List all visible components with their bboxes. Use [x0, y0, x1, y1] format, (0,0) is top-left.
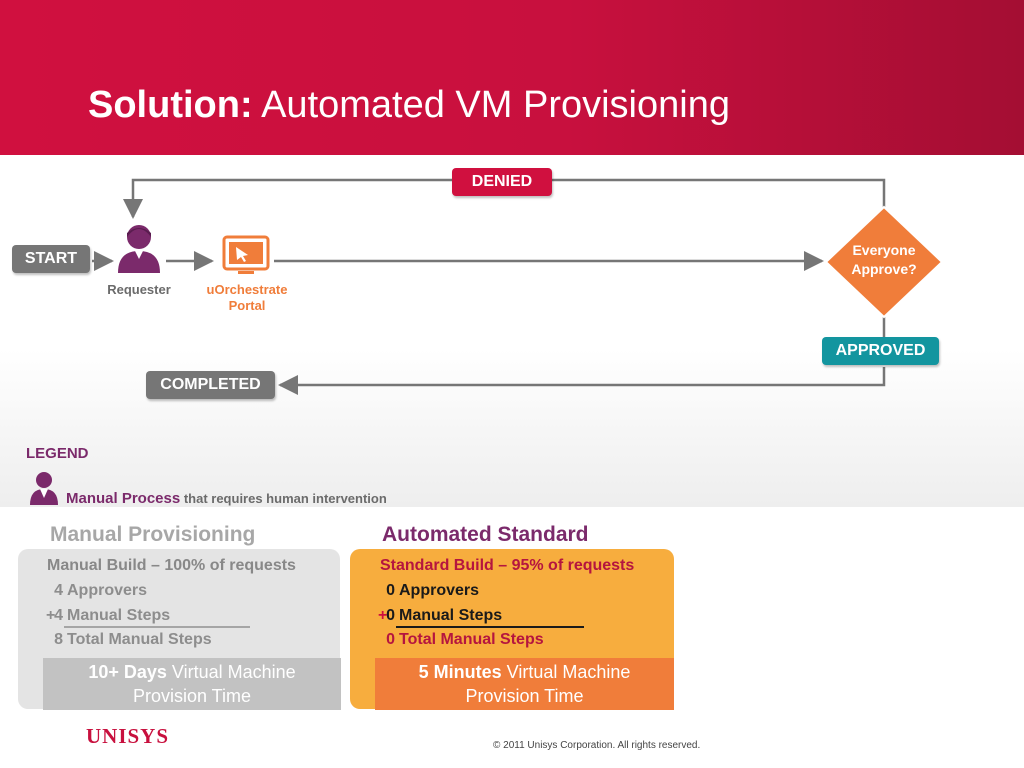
manual-time-line1: 10+ Days Virtual Machine — [43, 660, 341, 684]
automated-section-title: Automated Standard — [382, 523, 589, 546]
automated-line1-num: 0 — [386, 582, 395, 599]
automated-line2-num: 0 — [386, 607, 395, 624]
requester-label: Requester — [107, 282, 171, 297]
automated-panel-header: Standard Build – 95% of requests — [380, 557, 635, 574]
manual-time-rest: Virtual Machine — [166, 662, 296, 682]
legend-title: LEGEND — [26, 445, 89, 462]
completed-badge: COMPLETED — [146, 371, 275, 399]
manual-panel-header: Manual Build – 100% of requests — [47, 557, 296, 574]
diagram-background — [0, 155, 1024, 507]
decision-label-line1: Everyone — [852, 242, 915, 258]
automated-sum-rule — [396, 626, 584, 628]
flow-diagram: Everyone Approve? — [92, 178, 944, 395]
automated-time-rest: Virtual Machine — [501, 662, 631, 682]
automated-time-line2: Provision Time — [465, 686, 584, 706]
page-title: Solution: Automated VM Provisioning — [88, 82, 730, 128]
automated-line2-text: Manual Steps — [399, 607, 503, 624]
automated-plus: + — [378, 607, 388, 624]
automated-time-box: 5 Minutes Virtual Machine Provision Time — [375, 658, 674, 710]
automated-line3-num: 0 — [386, 631, 395, 648]
unisys-logo: UNISYS — [86, 724, 170, 748]
decision-label-line2: Approve? — [851, 261, 916, 277]
approved-to-completed-arrow — [278, 367, 886, 395]
manual-line2-num: 4 — [54, 607, 63, 624]
manual-line1-text: Approvers — [67, 582, 148, 599]
legend-rest: that requires human intervention — [180, 491, 387, 506]
title-bold: Solution: — [88, 84, 253, 126]
header-banner — [0, 0, 1024, 155]
manual-plus: + — [46, 607, 56, 624]
manual-section-title: Manual Provisioning — [50, 523, 256, 546]
automated-line3-text: Total Manual Steps — [399, 631, 544, 648]
portal-label-line2: Portal — [228, 298, 266, 313]
denied-badge: DENIED — [452, 168, 552, 196]
manual-time-bold: 10+ Days — [88, 662, 167, 682]
title-rest: Automated VM Provisioning — [252, 84, 730, 126]
automated-time-bold: 5 Minutes — [418, 662, 502, 682]
manual-line3-text: Total Manual Steps — [67, 631, 212, 648]
approved-badge: APPROVED — [822, 337, 939, 365]
monitor-cursor-icon — [222, 235, 270, 274]
manual-sum-rule — [64, 626, 250, 628]
portal-label-line1: uOrchestrate — [206, 282, 288, 297]
automated-line1-text: Approvers — [399, 582, 480, 599]
automated-time-line1: 5 Minutes Virtual Machine — [375, 660, 674, 684]
manual-line3-num: 8 — [54, 631, 63, 648]
legend-strong: Manual Process — [66, 490, 181, 507]
manual-line2-text: Manual Steps — [67, 607, 171, 624]
legend-person-icon — [30, 472, 58, 505]
manual-line1-num: 4 — [54, 582, 63, 599]
legend-text: Manual Process that requires human inter… — [66, 490, 387, 507]
copyright-text: © 2011 Unisys Corporation. All rights re… — [493, 740, 701, 751]
person-icon — [118, 225, 160, 273]
manual-time-box: 10+ Days Virtual Machine Provision Time — [43, 658, 341, 710]
start-badge: START — [12, 245, 90, 273]
manual-time-line2: Provision Time — [132, 686, 252, 706]
decision-diamond — [824, 205, 944, 319]
